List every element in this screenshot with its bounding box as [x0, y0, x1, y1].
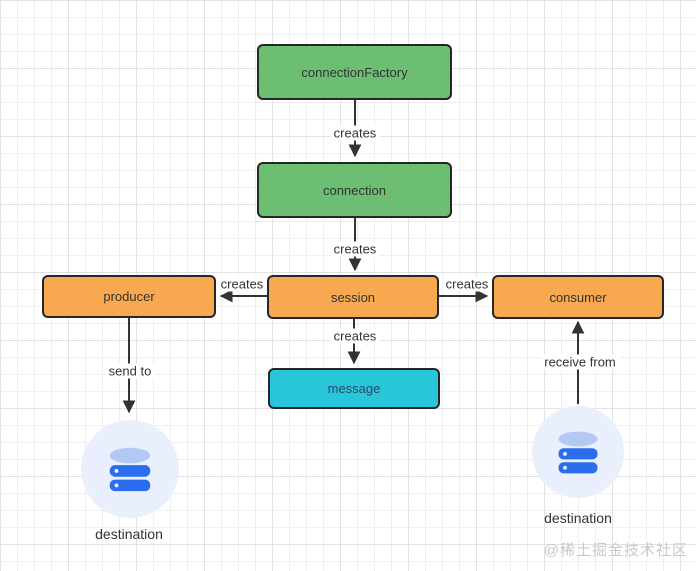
edge-label-session-producer: creates	[217, 276, 267, 292]
node-connectionfactory: connectionFactory	[257, 44, 452, 100]
edge-label-cf-connection: creates	[330, 125, 380, 141]
node-session-label: session	[330, 289, 376, 305]
database-icon	[558, 431, 598, 474]
node-consumer: consumer	[492, 275, 664, 319]
edge-label-session-message: creates	[330, 328, 380, 344]
destination-right-circle	[532, 406, 624, 498]
node-message-label: message	[327, 381, 381, 396]
node-producer: producer	[42, 275, 216, 318]
node-connection-label: connection	[323, 182, 386, 198]
edge-label-connection-session: creates	[330, 241, 380, 257]
node-message: message	[268, 368, 440, 409]
node-consumer-label: consumer	[549, 289, 607, 305]
watermark: @稀土掘金技术社区	[543, 542, 688, 559]
database-icon	[109, 447, 151, 492]
node-connection: connection	[257, 162, 452, 218]
destination-right-label: destination	[544, 510, 612, 526]
node-connectionfactory-label: connectionFactory	[301, 64, 408, 80]
destination-left-circle	[81, 420, 179, 518]
edge-label-session-consumer: creates	[442, 276, 492, 292]
destination-left-label: destination	[95, 526, 163, 542]
edge-label-send-to: send to	[105, 363, 155, 379]
node-producer-label: producer	[103, 289, 155, 304]
edge-label-receive-from: receive from	[541, 354, 619, 370]
node-session: session	[267, 275, 439, 319]
